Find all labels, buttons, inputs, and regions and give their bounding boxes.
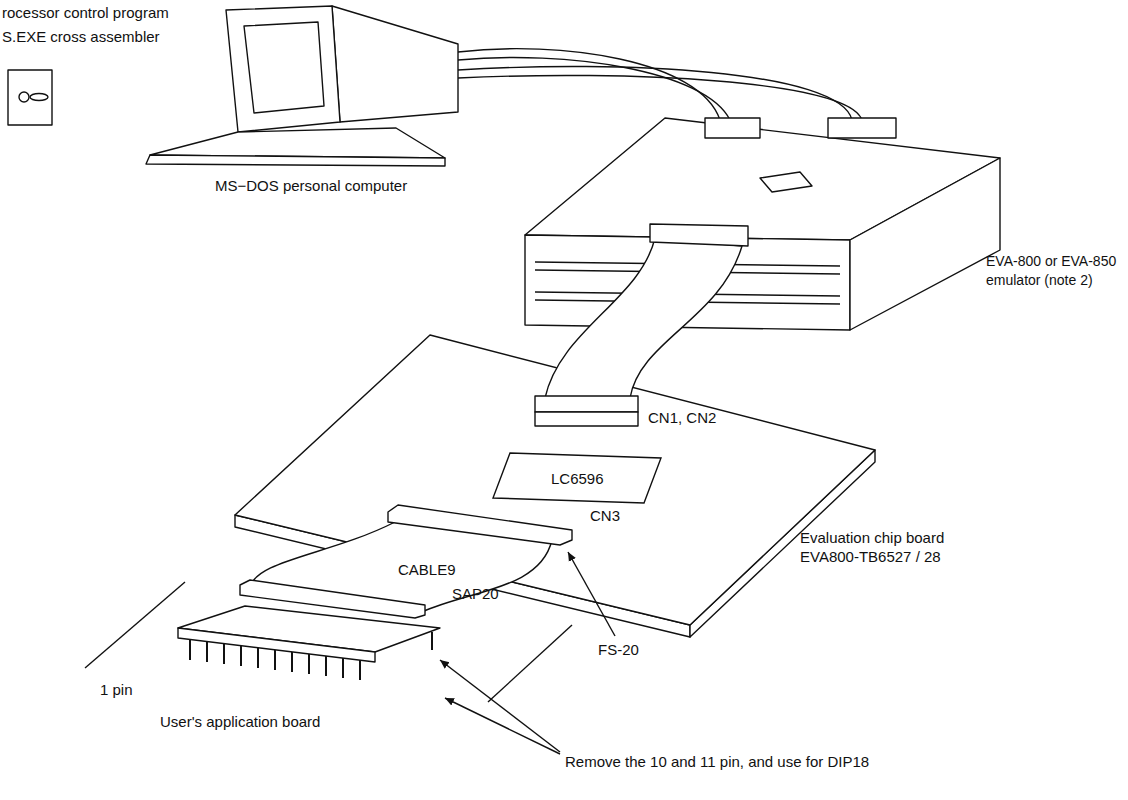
cable-label: CABLE9 xyxy=(398,560,456,579)
pc-cables xyxy=(458,49,862,120)
socket-label: SAP20 xyxy=(452,584,499,603)
board-label: Evaluation chip board EVA800-TB6527 / 28 xyxy=(800,528,980,566)
connector-label: FS-20 xyxy=(598,640,639,659)
cable9 xyxy=(240,505,572,618)
note-text: Remove the 10 and 11 pin, and use for DI… xyxy=(565,752,869,771)
pin-label: 1 pin xyxy=(100,680,133,699)
floppy-disk xyxy=(8,70,52,125)
board-label: User's application board xyxy=(160,712,320,731)
program-label: S.EXE cross assembler xyxy=(2,27,160,46)
emulator-label: EVA-800 or EVA-850 emulator (note 2) xyxy=(986,252,1124,290)
program-label: rocessor control program xyxy=(2,3,169,22)
computer-label: MS−DOS personal computer xyxy=(215,176,407,195)
user-board xyxy=(85,582,572,702)
chip-name: LC6596 xyxy=(551,469,604,488)
leader-arrows xyxy=(440,552,615,754)
sap20-socket xyxy=(178,606,440,680)
connector-label: CN3 xyxy=(590,506,620,525)
emulator xyxy=(525,118,1000,330)
chip-box: LC6596 xyxy=(492,452,662,504)
connector-label: CN1, CN2 xyxy=(648,408,716,427)
personal-computer xyxy=(146,6,458,166)
ribbon-cable xyxy=(535,224,748,426)
